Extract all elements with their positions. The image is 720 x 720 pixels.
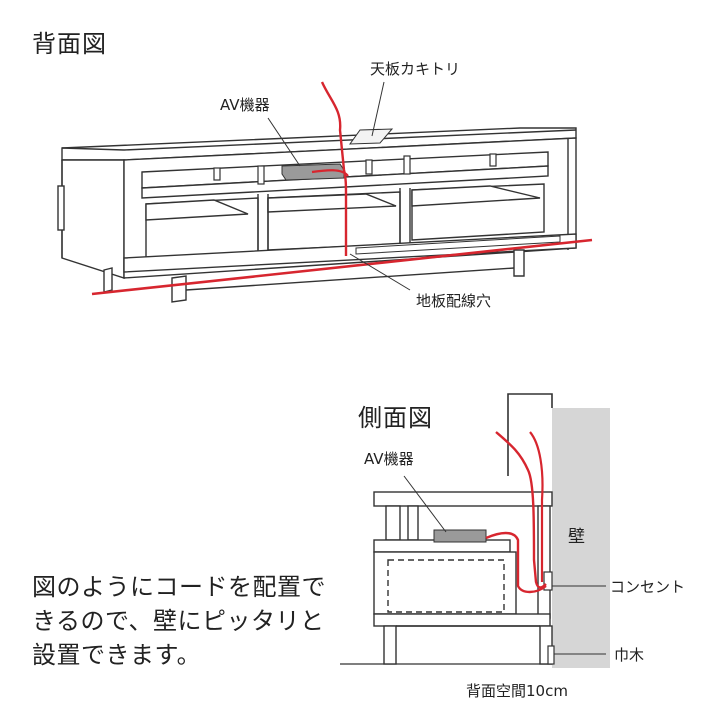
- side-furniture: [373, 491, 553, 665]
- leader-top-cutout: [371, 81, 385, 137]
- outlet-label: コンセント: [610, 578, 686, 596]
- leader-floor-hole: [349, 253, 411, 291]
- side-cable-outer: [495, 431, 547, 589]
- back-view-title: 背面図: [32, 30, 107, 58]
- leader-side-av: [403, 475, 447, 533]
- side-outlet: [543, 571, 553, 591]
- caption-line-2: きるので、壁にピッタリと: [32, 607, 325, 635]
- wall-label: 壁: [568, 527, 585, 547]
- rear-space-label: 背面空間10cm: [466, 682, 568, 700]
- back-floor-hole-slot: [355, 235, 561, 255]
- back-av-label: AV機器: [220, 96, 270, 114]
- back-leg-middle: [171, 275, 187, 303]
- back-cable: [320, 81, 348, 256]
- caption: 図のようにコードを配置で きるので、壁にピッタリと 設置できます。: [32, 570, 352, 672]
- caption-line-1: 図のようにコードを配置で: [32, 573, 326, 601]
- back-leg-left: [103, 267, 113, 293]
- back-left-panel: [61, 159, 125, 279]
- side-cable-inner: [485, 531, 547, 594]
- back-leg-right: [513, 249, 525, 277]
- top-cutout-label: 天板カキトリ: [370, 60, 461, 78]
- baseboard-label: 巾木: [614, 646, 645, 664]
- side-view-title: 側面図: [358, 404, 433, 432]
- back-view-furniture: [57, 127, 577, 303]
- leader-back-av: [267, 117, 301, 167]
- side-wall: [552, 408, 610, 668]
- side-baseboard: [547, 645, 555, 665]
- side-bracket: [507, 393, 553, 476]
- side-av-device: [433, 529, 487, 543]
- back-top-cutout: [349, 128, 394, 145]
- side-av-label: AV機器: [364, 450, 414, 468]
- floor-hole-label: 地板配線穴: [416, 292, 492, 310]
- back-floor-line: [91, 238, 593, 296]
- caption-line-3: 設置できます。: [32, 641, 202, 669]
